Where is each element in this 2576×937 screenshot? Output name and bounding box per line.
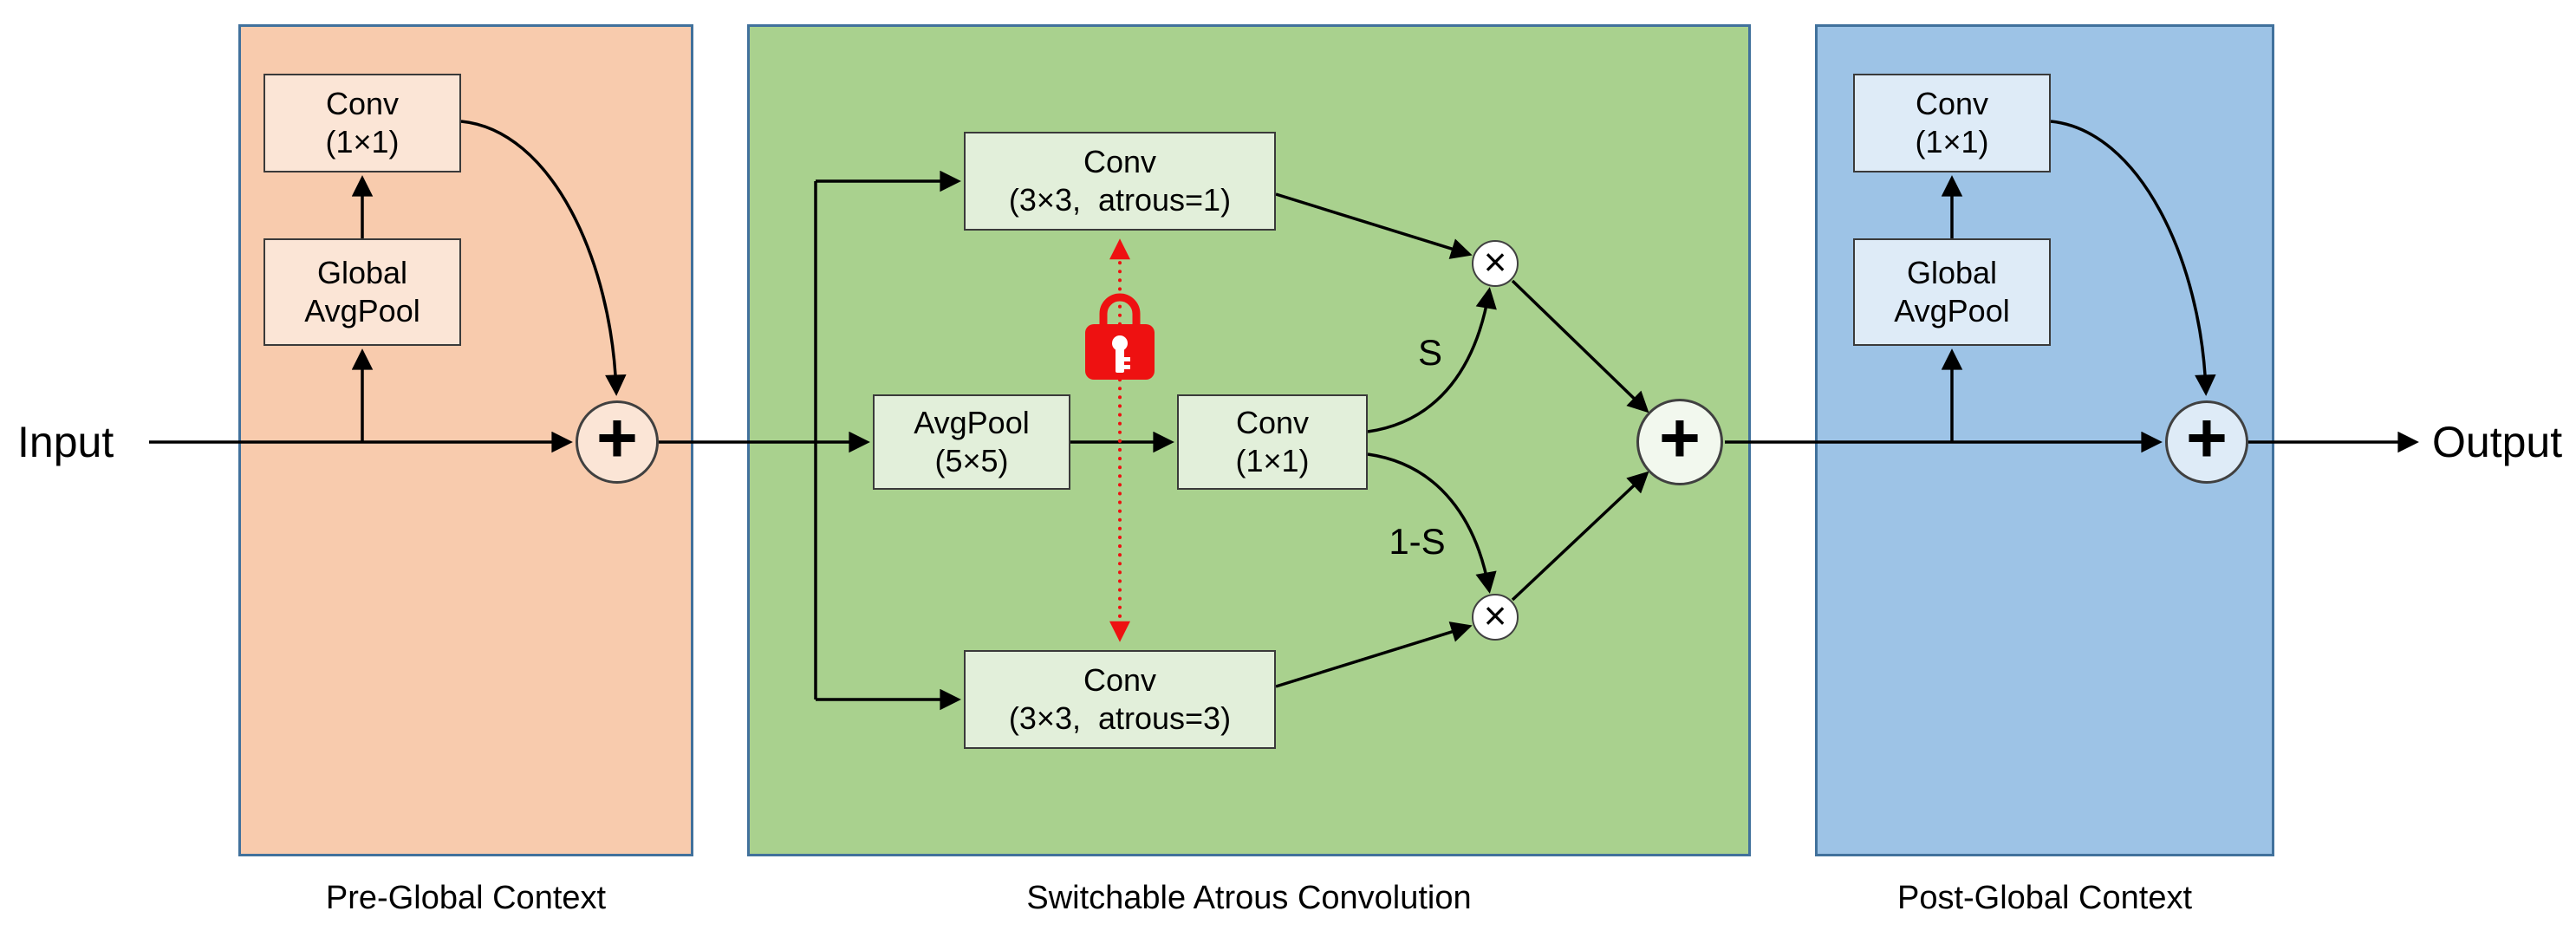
node-label: (3×3, atrous=3)	[1008, 700, 1232, 736]
node-label: Conv	[1915, 86, 1989, 122]
arrow-convmid-to-mult-bottom-curve	[1367, 452, 1497, 594]
pre-global-avgpool-box: Global AvgPool	[263, 238, 461, 346]
arrow-post-conv-to-add-curve	[2050, 120, 2216, 396]
node-label: Conv	[325, 86, 400, 122]
black-arrows	[149, 120, 2419, 711]
pre-global-context-caption: Pre-Global Context	[325, 880, 607, 916]
multiply-bottom-node: ×	[1472, 594, 1519, 641]
node-label: AvgPool	[304, 293, 420, 329]
arrow-mult-bottom-to-sac-add	[1511, 471, 1649, 602]
sac-avgpool-5x5-box: AvgPool (5×5)	[873, 394, 1070, 490]
post-global-avgpool-box: Global AvgPool	[1853, 238, 2051, 346]
node-label: Global	[1906, 255, 1998, 291]
sac-add-node: +	[1636, 399, 1723, 485]
plus-icon: +	[2186, 399, 2228, 478]
arrow-convmid-to-mult-top-curve	[1367, 287, 1497, 433]
arrow-convtop-to-mult-top	[1275, 192, 1473, 259]
switchable-atrous-convolution-caption: Switchable Atrous Convolution	[1026, 880, 1472, 916]
plus-icon: +	[1659, 399, 1701, 478]
pre-add-node: +	[576, 400, 659, 484]
switch-label: S	[1417, 332, 1442, 373]
sac-conv-1x1-box: Conv (1×1)	[1177, 394, 1368, 490]
sac-conv-atrous3-box: Conv (3×3, atrous=3)	[964, 650, 1276, 749]
node-label: Conv	[1235, 405, 1310, 441]
multiply-icon: ×	[1483, 593, 1507, 638]
node-label: (1×1)	[1235, 443, 1310, 478]
node-label: AvgPool	[1894, 293, 2010, 329]
node-label: (1×1)	[325, 124, 400, 159]
arrow-pre-conv-to-add-curve	[460, 120, 627, 396]
node-label: AvgPool	[914, 405, 1030, 441]
sac-conv-atrous1-box: Conv (3×3, atrous=1)	[964, 132, 1276, 231]
pre-conv-1x1-box: Conv (1×1)	[263, 74, 461, 172]
switch-complement-label: 1-S	[1389, 521, 1446, 562]
post-add-node: +	[2165, 400, 2248, 484]
node-label: (5×5)	[934, 443, 1009, 478]
node-label: (1×1)	[1915, 124, 1989, 159]
plus-icon: +	[596, 399, 638, 478]
arrow-convbottom-to-mult-bottom	[1275, 621, 1473, 688]
post-conv-1x1-box: Conv (1×1)	[1853, 74, 2051, 172]
output-label: Output	[2432, 418, 2563, 466]
node-label: Conv	[1083, 144, 1157, 180]
node-label: Global	[316, 255, 408, 291]
lock-icon	[1085, 293, 1155, 380]
input-label: Input	[17, 418, 114, 466]
node-label: (3×3, atrous=1)	[1008, 182, 1232, 218]
node-label: Conv	[1083, 662, 1157, 699]
post-global-context-caption: Post-Global Context	[1896, 880, 2193, 916]
arrow-mult-top-to-sac-add	[1511, 279, 1649, 413]
multiply-top-node: ×	[1472, 240, 1519, 287]
multiply-icon: ×	[1483, 239, 1507, 284]
